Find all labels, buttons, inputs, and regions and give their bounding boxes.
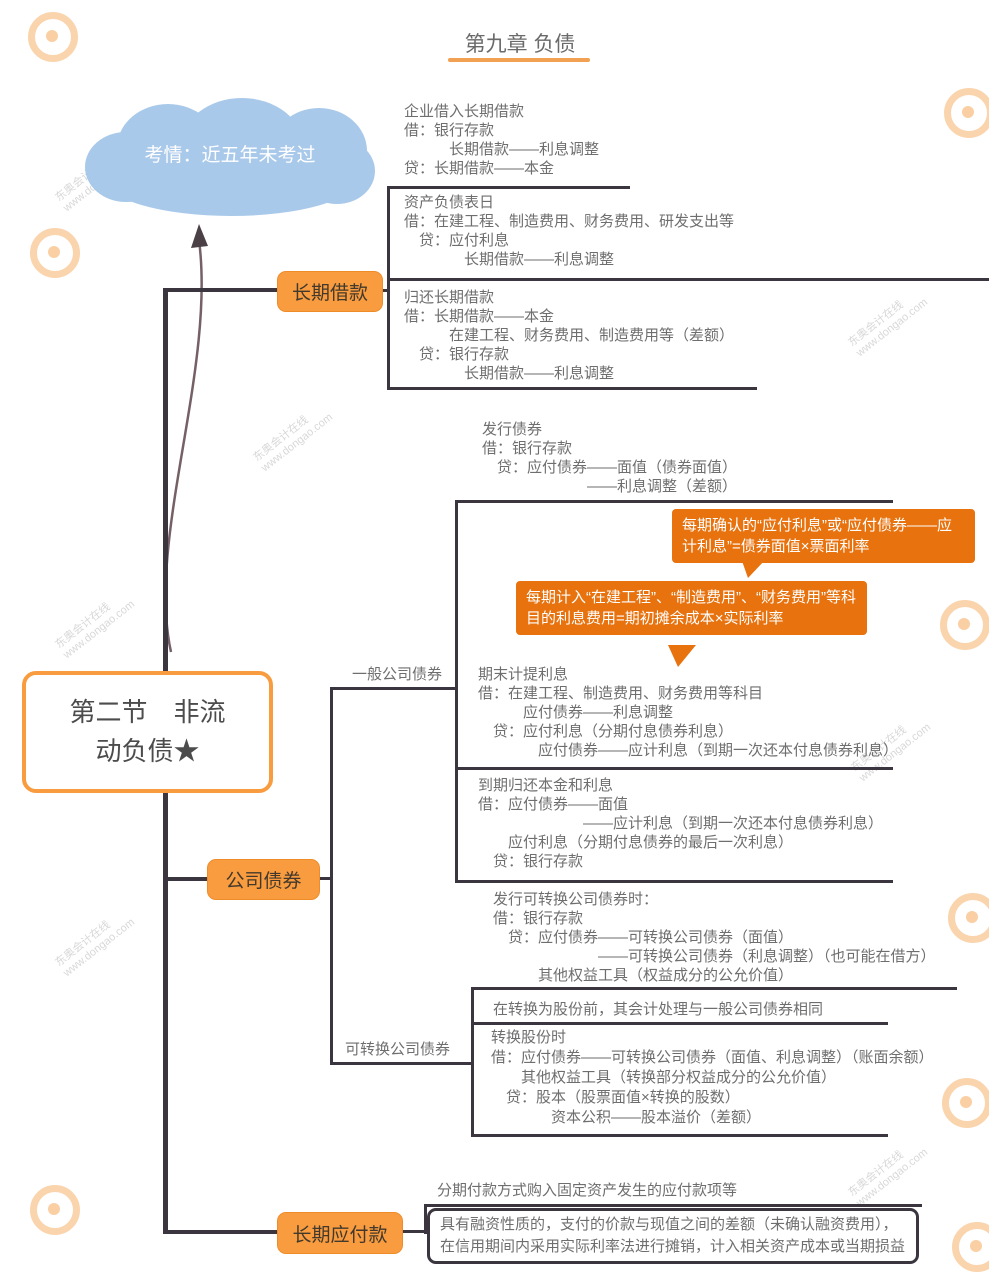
underline-convertible-bond: [330, 1062, 474, 1065]
logo-dot: [966, 911, 978, 923]
block-cb-issue: 发行可转换公司债券时： 借：银行存款 贷：应付债券——可转换公司债券（面值） —…: [493, 891, 936, 984]
callout-effective-interest: 每期计入“在建工程”、“制造费用”、“财务费用”等科目的利息费用=期初摊余成本×…: [516, 581, 867, 635]
bracket-convertible-bond: [471, 987, 474, 1137]
subbranch-label-general-bond: 一般公司债券: [352, 666, 443, 683]
logo-dot: [46, 30, 58, 42]
payable-note-box: 具有融资性质的，支付的价款与现值之间的差额（未确认融资费用），在信用期间内采用实…: [427, 1208, 919, 1264]
dongao-logo-watermark: [944, 88, 989, 138]
bracket-corporate-bond: [330, 687, 333, 1065]
callout-coupon-interest: 每期确认的“应付利息”或“应付债券——应计利息”=债券面值×票面利率: [672, 509, 975, 563]
cloud-lobe: [105, 142, 357, 216]
title-underline: [448, 58, 590, 62]
connector-longterm-loan: [163, 288, 285, 292]
logo-dot: [960, 1096, 972, 1108]
block-loan-borrow: 企业借入长期借款 借：银行存款 长期借款——利息调整 贷：长期借款——本金: [404, 103, 600, 177]
block-bond-accrue: 期末计提利息 借：在建工程、制造费用、财务费用等科目 应付债券——利息调整 贷：…: [478, 666, 899, 759]
underline-general-bond: [330, 687, 458, 690]
underline-loan-repay: [387, 387, 757, 390]
underline-cb-issue: [471, 987, 957, 990]
bracket-general-bond: [455, 500, 458, 883]
block-cb-before: 在转换为股份前，其会计处理与一般公司债券相同: [493, 1001, 824, 1018]
underline-loan-balance-date: [387, 278, 989, 281]
underline-cb-convert: [471, 1134, 888, 1137]
block-bond-issue: 发行债券 借：银行存款 贷：应付债券——面值（债券面值） ——利息调整（差额）: [482, 421, 738, 495]
root-node-section2: 第二节 非流动负债★: [22, 671, 273, 793]
block-bond-mature: 到期归还本金和利息 借：应付债券——面值 ——应计利息（到期一次还本付息债券利息…: [478, 777, 884, 870]
callout-tail: [742, 561, 764, 578]
connector-line: [398, 1230, 428, 1233]
block-loan-balance-date: 资产负债表日 借：在建工程、制造费用、财务费用、研发支出等 贷：应付利息 长期借…: [404, 194, 735, 268]
connector-line: [313, 877, 333, 880]
block-payable-scope: 分期付款方式购入固定资产发生的应付款项等: [437, 1182, 738, 1199]
exam-info-text: 考情：近五年未考过: [144, 144, 316, 166]
dongao-logo-watermark: [30, 228, 80, 278]
connector-line: [378, 289, 390, 292]
callout-tail: [668, 645, 696, 667]
underline-bond-accrue: [455, 767, 893, 770]
exam-info-cloud: 考情：近五年未考过: [85, 98, 375, 218]
underline-payable-scope: [424, 1204, 922, 1207]
block-loan-repay: 归还长期借款 借：长期借款——本金 在建工程、财务费用、制造费用等（差额） 贷：…: [404, 289, 735, 382]
logo-dot: [962, 106, 974, 118]
underline-loan-borrow: [387, 186, 630, 189]
branch-node-longterm-payable: 长期应付款: [277, 1212, 403, 1254]
logo-dot: [970, 1240, 982, 1252]
underline-cb-before: [471, 1022, 888, 1025]
underline-bond-mature: [455, 880, 893, 883]
underline-bond-issue: [455, 500, 893, 503]
dongao-logo-watermark: [952, 1222, 989, 1272]
payable-note-text: 具有融资性质的，支付的价款与现值之间的差额（未确认融资费用），在信用期间内采用实…: [440, 1216, 906, 1255]
block-cb-convert: 转换股份时 借：应付债券——可转换公司债券（面值、利息调整）（账面余额） 其他权…: [491, 1029, 934, 1126]
bracket-longterm-loan: [387, 186, 390, 390]
branch-node-corporate-bond: 公司债券: [207, 859, 320, 900]
logo-dot: [48, 246, 60, 258]
root-node-label: 第二节 非流动负债★: [69, 697, 226, 766]
subbranch-label-convertible-bond: 可转换公司债券: [345, 1041, 451, 1058]
dongao-logo-watermark: [948, 893, 989, 943]
logo-dot: [958, 618, 970, 630]
logo-dot: [48, 1203, 60, 1215]
connector-longterm-payable: [163, 1230, 285, 1234]
dongao-logo-watermark: [942, 1078, 989, 1128]
dongao-logo-watermark: [940, 600, 989, 650]
bracket-longterm-payable: [424, 1204, 427, 1234]
branch-node-longterm-loan: 长期借款: [277, 271, 383, 312]
page-title: 第九章 负债: [464, 33, 576, 56]
connector-corporate-bond: [163, 877, 215, 881]
dongao-logo-watermark: [30, 1185, 80, 1235]
dongao-logo-watermark: [28, 12, 78, 62]
